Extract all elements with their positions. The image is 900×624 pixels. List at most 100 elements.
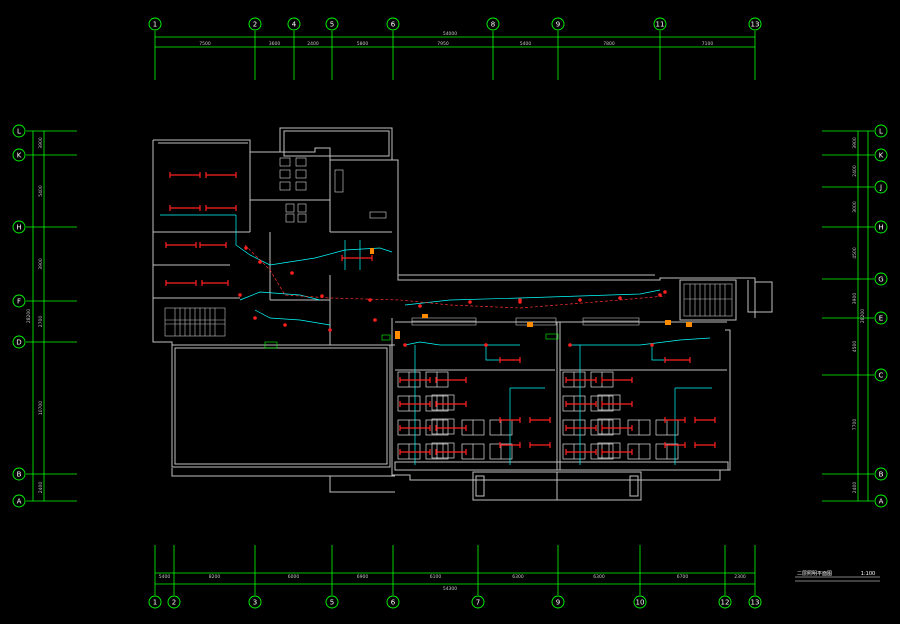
switch-points <box>238 246 667 347</box>
axis-bubble-top-9: 9 <box>551 17 565 31</box>
axis-bubble-bottom-5: 5 <box>325 595 339 609</box>
switch-dot <box>368 298 372 302</box>
switch-dot <box>328 328 332 332</box>
left-dimension-chain <box>32 131 45 501</box>
switch-dot <box>403 343 407 347</box>
dimension-value: 5400 <box>159 574 171 580</box>
axis-bubble-left-K-label: K <box>17 152 22 160</box>
drawing-scale: 1:100 <box>861 571 875 577</box>
switch-dot <box>418 304 422 308</box>
axis-bubble-right-C: C <box>874 368 888 382</box>
axis-bubble-right-C-label: C <box>879 372 884 380</box>
switch-dot <box>283 323 287 327</box>
axis-bubble-bottom-3-label: 3 <box>253 599 257 607</box>
axis-bubble-left-D-label: D <box>16 339 21 347</box>
dimension-value: 2700 <box>38 316 44 328</box>
axis-bubble-right-H: H <box>874 220 888 234</box>
dimension-value: 6000 <box>288 574 300 580</box>
switch-dot <box>238 293 242 297</box>
dimension-value: 6300 <box>512 574 524 580</box>
switch-dot <box>468 300 472 304</box>
axis-bubble-bottom-1: 1 <box>148 595 162 609</box>
dimension-value: 3600 <box>269 41 281 47</box>
toilet-fixtures <box>279 157 387 223</box>
axis-bubble-left-F: F <box>12 294 26 308</box>
axis-bubble-right-L: L <box>874 124 888 138</box>
switch-dot <box>253 316 257 320</box>
axis-bubble-bottom-6: 6 <box>386 595 400 609</box>
dimension-value: 6300 <box>593 574 605 580</box>
axis-bubble-top-4-label: 4 <box>292 21 297 29</box>
dimension-value: 6100 <box>430 574 442 580</box>
axis-bubble-bottom-13-label: 13 <box>751 599 760 607</box>
dimension-value: 4500 <box>852 341 858 353</box>
dimension-value: 8200 <box>209 574 221 580</box>
switch-dot <box>618 296 622 300</box>
dimension-value: 7100 <box>702 41 714 47</box>
title-block: 二层照明平面图 1:100 <box>795 571 880 582</box>
switch-dot <box>518 298 522 302</box>
axis-bubble-left-B-label: B <box>17 471 22 479</box>
stair-west <box>164 307 226 337</box>
axis-bubble-right-K: K <box>874 148 888 162</box>
bottom-dimension-chain <box>155 572 755 585</box>
axis-bubble-left-L: L <box>12 124 26 138</box>
axis-bubble-top-13-label: 13 <box>751 21 760 29</box>
drawing-title: 二层照明平面图 <box>797 571 832 577</box>
top-dimension-chain <box>155 36 755 48</box>
axis-bubble-bottom-1-label: 1 <box>153 599 157 607</box>
left-total-dimension: 28200 <box>26 309 32 323</box>
axis-bubble-right-G: G <box>874 272 888 286</box>
axis-bubble-top-2-label: 2 <box>253 21 257 29</box>
bottom-total-dimension: 54300 <box>443 586 457 592</box>
axis-bubble-top-13: 13 <box>748 17 762 31</box>
axis-bubble-top-4: 4 <box>287 17 301 31</box>
axis-bubble-top-1-label: 1 <box>153 21 157 29</box>
dimension-value: 7950 <box>437 41 449 47</box>
dimension-value: 3900 <box>852 293 858 305</box>
axis-bubble-right-L-label: L <box>879 128 883 136</box>
axis-bubble-top-8-label: 8 <box>491 21 495 29</box>
axis-bubble-top-2: 2 <box>248 17 262 31</box>
axis-bubble-top-5-label: 5 <box>330 21 334 29</box>
axis-bubble-bottom-5-label: 5 <box>330 599 334 607</box>
dimension-value: 5400 <box>38 185 44 197</box>
dimension-value: 6900 <box>357 574 369 580</box>
axis-bubble-top-11-label: 11 <box>656 21 665 29</box>
axis-bubble-left-D: D <box>12 335 26 349</box>
desk-layout <box>397 371 679 460</box>
axis-bubble-right-H-label: H <box>878 224 883 232</box>
right-dimension-chain <box>857 131 869 501</box>
dimension-value: 3900 <box>852 137 858 149</box>
switch-dot <box>373 318 377 322</box>
dimension-value: 2300 <box>734 574 746 580</box>
axis-bubble-bottom-3: 3 <box>248 595 262 609</box>
dimension-value: 5800 <box>357 41 369 47</box>
axis-bubble-bottom-2-label: 2 <box>172 599 176 607</box>
dimension-value: 2400 <box>307 41 319 47</box>
axis-bubble-right-E-label: E <box>879 315 883 323</box>
dimension-value: 2400 <box>38 482 44 494</box>
axis-bubble-right-A-label: A <box>879 498 884 506</box>
axis-bubble-top-6: 6 <box>386 17 400 31</box>
dimension-value: 4500 <box>852 247 858 259</box>
dimension-value: 2400 <box>852 482 858 494</box>
axis-bubble-bottom-9: 9 <box>551 595 565 609</box>
axis-bubble-left-L-label: L <box>17 128 21 136</box>
axis-bubble-bottom-6-label: 6 <box>391 599 396 607</box>
right-total-dimension: 28200 <box>860 309 866 323</box>
dimension-value: 10700 <box>38 401 44 415</box>
distribution-panels <box>370 248 692 339</box>
axis-bubble-bottom-2: 2 <box>167 595 181 609</box>
axis-bubble-bottom-9-label: 9 <box>556 599 560 607</box>
axis-bubble-left-A: A <box>12 494 26 508</box>
dimension-value: 3900 <box>38 258 44 270</box>
switch-dot <box>658 293 662 297</box>
